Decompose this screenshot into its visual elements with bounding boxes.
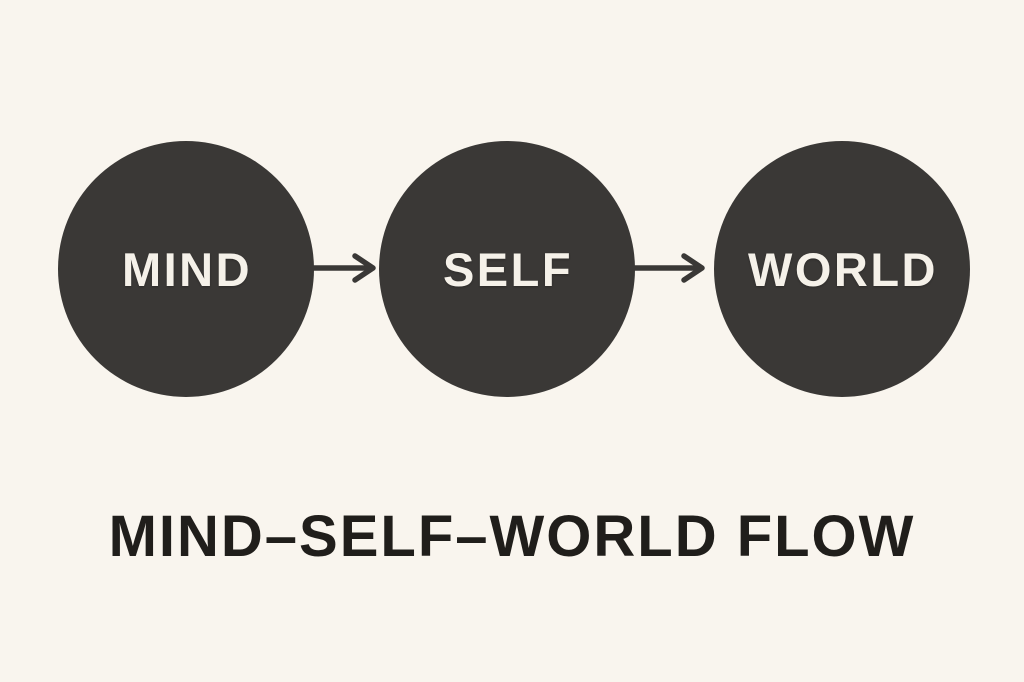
node-mind: MIND bbox=[58, 141, 314, 397]
node-self-label: SELF bbox=[442, 242, 574, 296]
node-self: SELF bbox=[379, 141, 635, 397]
node-world: WORLD bbox=[714, 141, 970, 397]
node-mind-label: MIND bbox=[121, 242, 253, 296]
arrow-mind-to-self-icon bbox=[302, 246, 378, 290]
arrow-self-to-world-icon bbox=[631, 246, 707, 290]
node-world-label: WORLD bbox=[747, 242, 938, 296]
diagram-title: MIND–SELF–WORLD FLOW bbox=[108, 504, 916, 569]
